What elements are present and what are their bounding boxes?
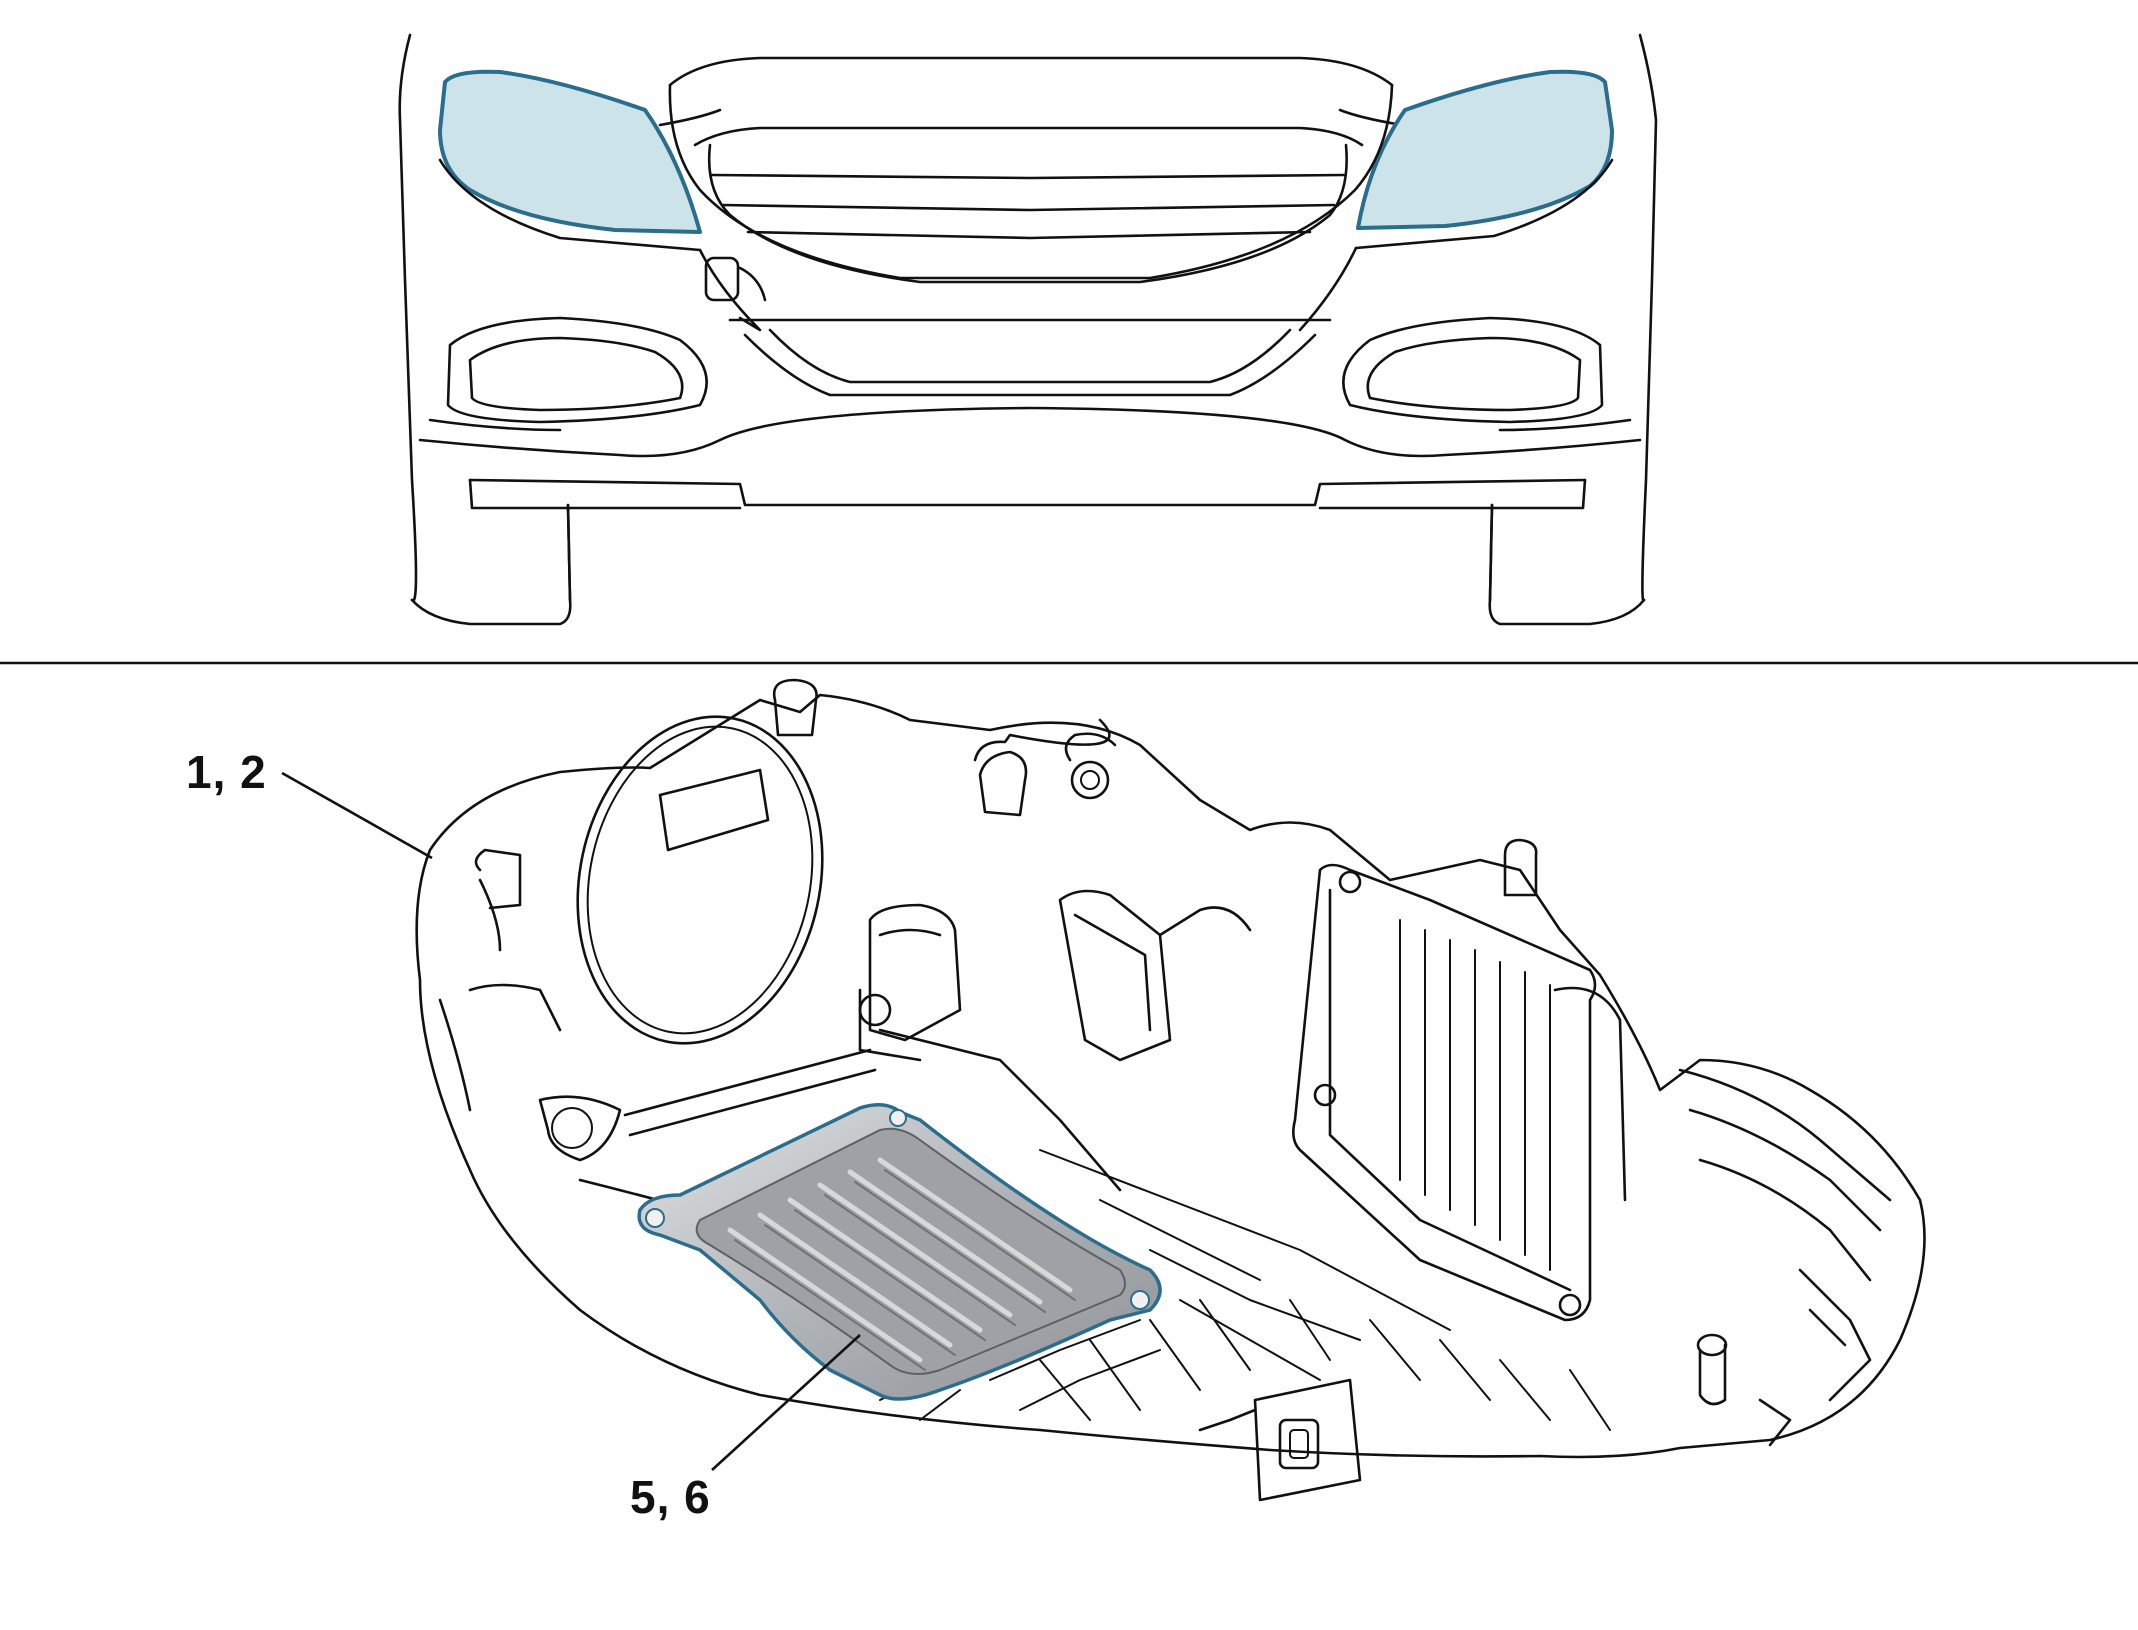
- leader-line-cover: [711, 1334, 861, 1471]
- left-headlamp: [438, 69, 702, 234]
- car-front-view: [398, 33, 1658, 626]
- callout-label-headlamp: 1, 2: [186, 746, 267, 798]
- headlamp-unit-drawing: [415, 678, 1926, 1502]
- control-unit-cover: [637, 1103, 1162, 1401]
- callout-label-control-unit-cover: 5, 6: [630, 1471, 711, 1523]
- leader-line-headlamp: [281, 771, 433, 860]
- right-headlamp: [1356, 69, 1614, 230]
